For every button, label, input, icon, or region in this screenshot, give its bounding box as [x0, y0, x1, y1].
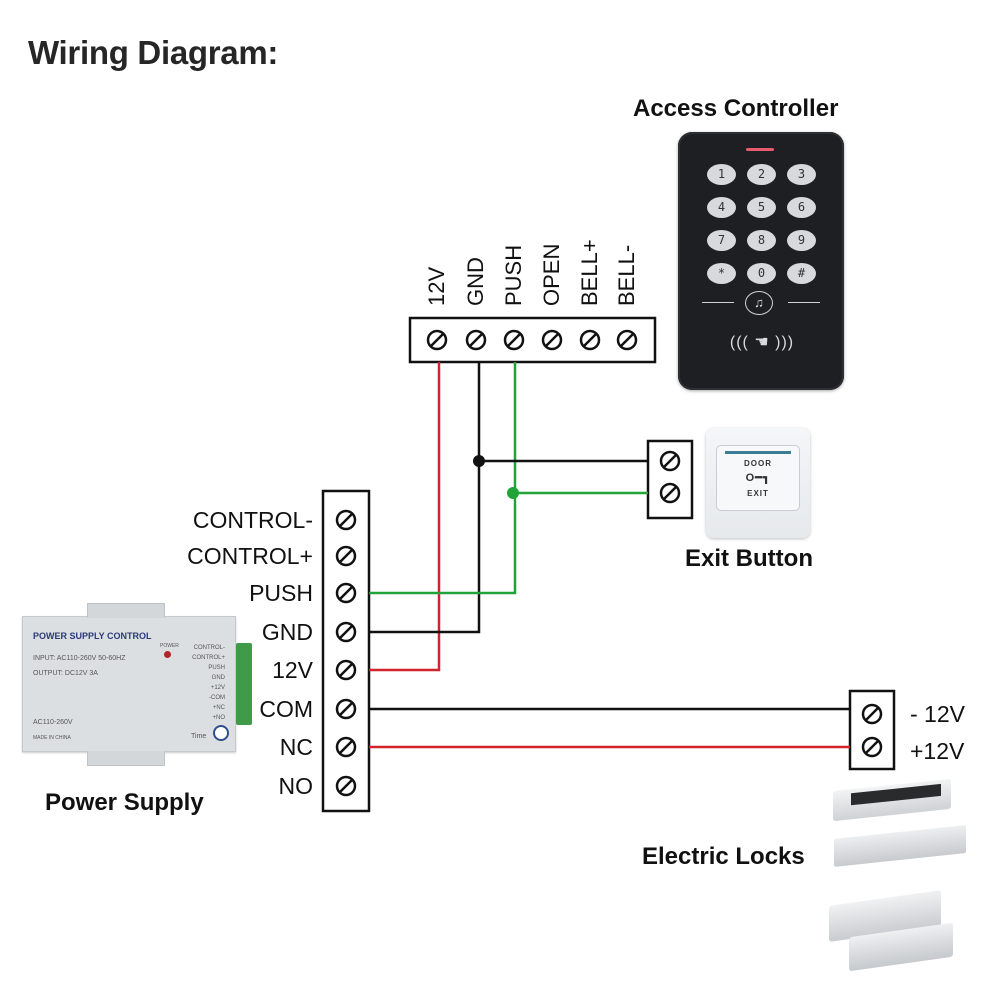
psu-terminal-label: NC	[279, 734, 313, 760]
psu-terminal-label: CONTROL+	[187, 543, 313, 569]
controller-terminal-label: PUSH	[501, 244, 526, 306]
wire-push-green	[369, 362, 517, 595]
keypad-key: 4	[707, 197, 736, 218]
lock-terminal-block	[848, 689, 896, 771]
power-led	[164, 651, 171, 658]
psu-output: OUTPUT: DC12V 3A	[33, 670, 98, 677]
psu-device-terminal-label: CONTROL+	[192, 655, 225, 661]
exit-button-device: DOOR O━┓ EXIT	[706, 428, 810, 538]
keypad-key: 0	[747, 263, 776, 284]
controller-terminal-block	[408, 316, 657, 364]
psu-made-in: MADE IN CHINA	[33, 735, 71, 741]
keypad-key: 8	[747, 230, 776, 251]
diagram-title: Wiring Diagram:	[28, 34, 279, 71]
psu-screw-terminal	[335, 698, 357, 720]
psu-terminal-label: GND	[261, 619, 313, 645]
exit-screw-terminal	[659, 450, 681, 472]
divider-line	[788, 302, 820, 303]
junction-gnd	[473, 455, 485, 467]
psu-ac-label: AC110-260V	[33, 719, 73, 726]
controller-screw-terminal	[541, 329, 563, 351]
psu-device-terminal-label: CONTROL-	[193, 645, 225, 651]
controller-terminal-label: 12V	[424, 266, 449, 306]
psu-screw-terminal	[335, 659, 357, 681]
psu-terminal-label: 12V	[272, 657, 313, 683]
controller-screw-terminal	[579, 329, 601, 351]
bell-icon: ♫	[745, 291, 773, 315]
lock-terminal-label-plus: +12V	[910, 738, 965, 764]
key-icon: O━┓	[745, 472, 771, 484]
status-led	[746, 148, 774, 151]
psu-terminal-strip	[236, 643, 252, 725]
psu-input: INPUT: AC110-260V 50-60HZ	[33, 655, 126, 662]
psu-time-label: Time	[191, 733, 207, 740]
controller-screw-terminal	[426, 329, 448, 351]
mounting-ear	[87, 751, 165, 766]
keypad-key: *	[707, 263, 736, 284]
keypad-key: 6	[787, 197, 816, 218]
junction-push	[507, 487, 519, 499]
lock-screw-terminal	[861, 736, 883, 758]
psu-terminal-label: PUSH	[249, 580, 313, 606]
psu-screw-terminal	[335, 509, 357, 531]
psu-terminal-label: CONTROL-	[192, 507, 313, 533]
screw-terminals	[335, 329, 883, 797]
psu-power-label: POWER	[160, 643, 179, 649]
psu-brand: POWER SUPPLY CONTROL	[33, 631, 152, 641]
psu-terminal-label: NO	[278, 773, 314, 799]
exit-screw-terminal	[659, 482, 681, 504]
keypad-key: 2	[747, 164, 776, 185]
controller-screw-terminal	[465, 329, 487, 351]
exit-button-exit-text: EXIT	[747, 489, 769, 498]
power-supply-device: POWER SUPPLY CONTROL INPUT: AC110-260V 5…	[22, 603, 236, 766]
psu-device-terminal-label: -COM	[209, 695, 225, 701]
psu-device-terminal-label: +12V	[210, 685, 225, 691]
psu-device-terminal-label: +NO	[212, 715, 225, 721]
access-controller-heading: Access Controller	[633, 95, 839, 122]
psu-screw-terminal	[335, 545, 357, 567]
controller-screw-terminal	[503, 329, 525, 351]
psu-terminal-label: COM	[259, 696, 313, 722]
divider-line	[702, 302, 734, 303]
controller-terminal-label: BELL-	[614, 244, 639, 306]
controller-terminal-label: GND	[463, 257, 488, 306]
psu-screw-terminal	[335, 621, 357, 643]
keypad-key: 3	[787, 164, 816, 185]
power-supply-heading: Power Supply	[45, 789, 204, 816]
lock-screw-terminal	[861, 703, 883, 725]
exit-button-heading: Exit Button	[685, 545, 813, 572]
wire-gnd-black	[369, 362, 481, 634]
keypad-key: 5	[747, 197, 776, 218]
wire-12v-red	[369, 362, 441, 672]
psu-device-terminal-label: PUSH	[208, 665, 225, 671]
psu-device-terminal-label: GND	[211, 675, 225, 681]
time-knob-icon	[213, 725, 229, 741]
keypad-key: 9	[787, 230, 816, 251]
psu-screw-terminal	[335, 582, 357, 604]
exit-button-bar	[725, 451, 791, 454]
psu-screw-terminal	[335, 775, 357, 797]
controller-terminal-label: OPEN	[539, 243, 564, 306]
keypad-key: 1	[707, 164, 736, 185]
keypad-key: #	[787, 263, 816, 284]
electric-locks-heading: Electric Locks	[642, 843, 805, 870]
rfid-icon: ((( ☚ )))	[729, 334, 795, 351]
psu-screw-terminal	[335, 736, 357, 758]
controller-screw-terminal	[616, 329, 638, 351]
exit-button-door-text: DOOR	[744, 459, 772, 468]
psu-device-terminal-label: +NC	[212, 705, 225, 711]
mounting-ear	[87, 603, 165, 618]
lock-terminal-label-minus: - 12V	[910, 701, 965, 727]
controller-terminal-label: BELL+	[577, 239, 602, 306]
keypad-key: 7	[707, 230, 736, 251]
power-supply-terminal-block	[321, 489, 371, 813]
